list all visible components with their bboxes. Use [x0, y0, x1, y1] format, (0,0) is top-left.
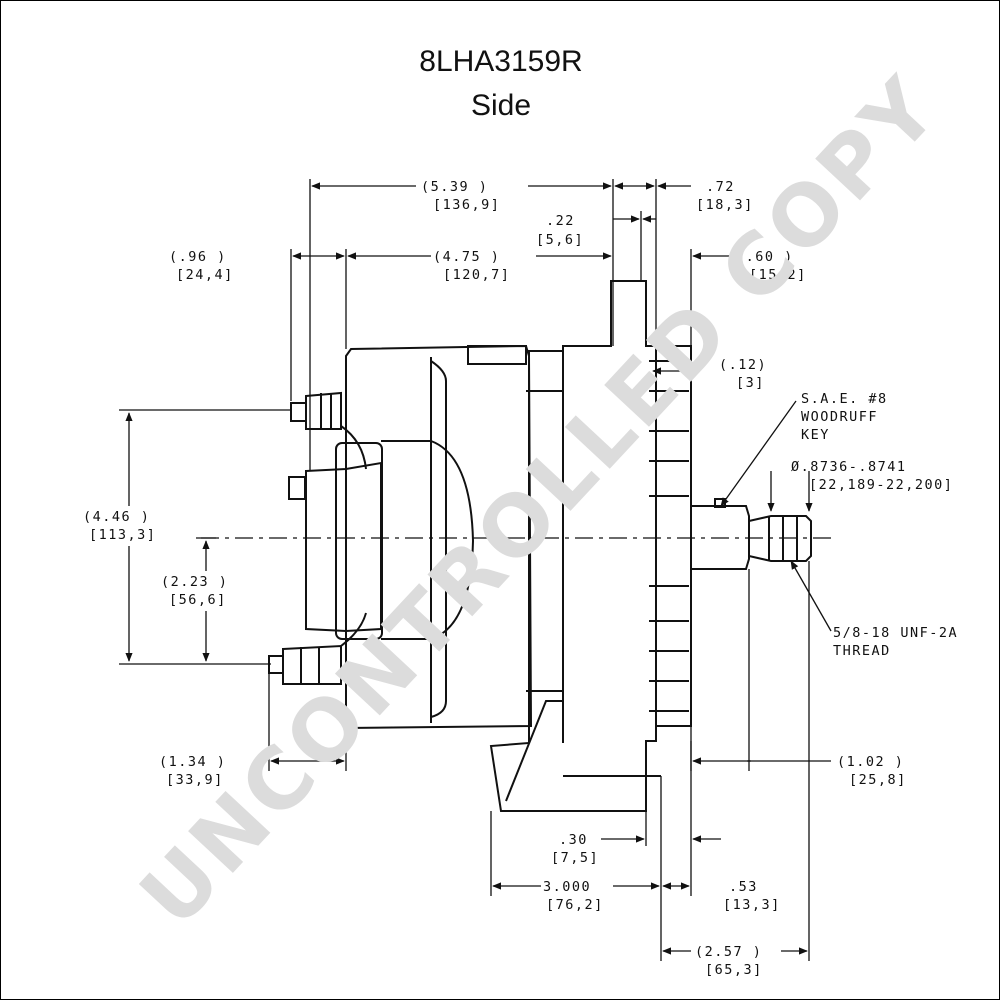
thread-note-line-2: THREAD [833, 643, 891, 659]
dim-flange-thickness-mm: [5,6] [536, 232, 584, 248]
threaded-shaft [748, 515, 812, 562]
dim-terminal-height-mm: [113,3] [89, 527, 156, 543]
regulator-frame [335, 442, 383, 640]
dim-overall-length-in: (5.39 ) [421, 179, 488, 195]
shaft-diameter-note-line-1: Ø.8736-.8741 [791, 459, 907, 475]
dim-foot-offset-in: .30 [559, 832, 588, 848]
dim-terminal-offset-mm: [24,4] [176, 267, 234, 283]
lower-terminal [268, 644, 342, 685]
dim-terminal-offset-in: (.96 ) [169, 249, 227, 265]
thread-note-line-1: 5/8-18 UNF-2A [833, 625, 958, 641]
dim-mount-width-in: 3.000 [543, 879, 591, 895]
dim-foot-offset-mm: [7,5] [551, 850, 599, 866]
key-note-line-2: WOODRUFF [801, 409, 878, 425]
regulator-housing [305, 461, 382, 633]
model-number: 8LHA3159R [419, 45, 583, 78]
key-note-line-1: S.A.E. #8 [801, 391, 888, 407]
fan-blades [649, 360, 689, 712]
dim-fan-gap-in: (.12) [719, 357, 767, 373]
dim-total-front-mm: [65,3] [705, 962, 763, 978]
mounting-foot-brace [505, 700, 563, 802]
lower-terminal-nut [300, 647, 320, 684]
callout-notes: S.A.E. #8 WOODRUFF KEY Ø.8736-.8741 [22,… [791, 391, 958, 659]
housing-bolt-lines [526, 390, 563, 692]
dim-flange-thickness-in: .22 [546, 213, 575, 229]
dim-center-height-in: (2.23 ) [161, 574, 228, 590]
regulator-cover [381, 440, 475, 640]
dim-fan-gap-mm: [3] [736, 375, 765, 391]
dim-hub-offset-mm: [13,3] [723, 897, 781, 913]
dim-hub-length-mm: [15,2] [749, 267, 807, 283]
dimension-lines [119, 179, 832, 961]
shaft-diameter-note-line-2: [22,189-22,200] [809, 477, 953, 493]
fan-outline [656, 345, 692, 727]
dim-fan-width-in: .72 [706, 179, 735, 195]
dim-terminal-height-in: (4.46 ) [83, 509, 150, 525]
dim-overall-length-mm: [136,9] [433, 197, 500, 213]
key-note-line-3: KEY [801, 427, 830, 443]
dim-center-height-mm: [56,6] [169, 592, 227, 608]
dim-hub-length-in: (.60 ) [736, 249, 794, 265]
view-label: Side [470, 89, 532, 122]
dim-shaft-extension-mm: [25,8] [849, 772, 907, 788]
dim-shaft-extension-in: (1.02 ) [837, 754, 904, 770]
dim-lower-terminal-offset-mm: [33,9] [166, 772, 224, 788]
rear-tab [467, 345, 527, 365]
dim-body-length-in: (4.75 ) [433, 249, 500, 265]
dim-mount-width-mm: [76,2] [546, 897, 604, 913]
dim-total-front-in: (2.57 ) [695, 944, 762, 960]
dim-lower-terminal-offset-in: (1.34 ) [159, 754, 226, 770]
regulator-terminal [288, 476, 306, 500]
terminal-leads [340, 425, 367, 647]
dim-body-length-mm: [120,7] [443, 267, 510, 283]
upper-terminal-nut [320, 393, 332, 429]
dim-fan-width-mm: [18,3] [696, 197, 754, 213]
upper-terminal [290, 391, 342, 430]
alternator-outline [268, 280, 812, 812]
rear-housing-contour [430, 360, 447, 718]
dim-hub-offset-in: .53 [729, 879, 758, 895]
dimension-labels: (5.39 ) [136,9] (4.75 ) [120,7] (.96 ) [… [83, 179, 907, 978]
